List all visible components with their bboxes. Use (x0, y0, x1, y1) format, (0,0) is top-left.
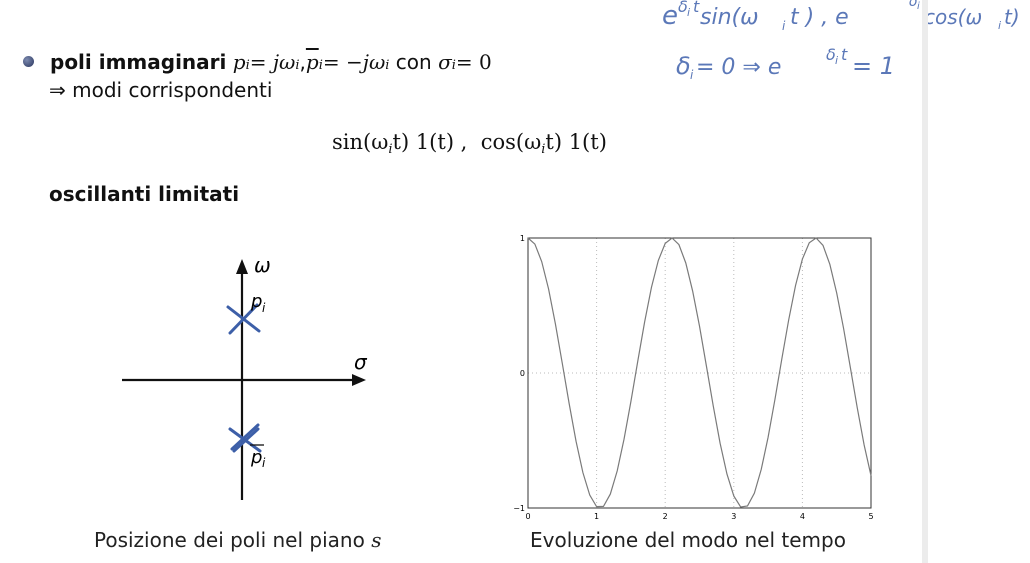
x-tick-label: 0 (525, 512, 530, 521)
imag-axis-arrow (236, 259, 248, 274)
annot-cos: cos(ω (924, 5, 982, 29)
pole-diagram-caption: Posizione dei poli nel piano s (94, 528, 381, 552)
sigma-index: i (451, 58, 456, 73)
annot-i4: i (998, 19, 1001, 32)
omega-label: ω (254, 253, 271, 277)
plot-frame (527, 237, 872, 509)
separator: , (299, 50, 306, 74)
conj-omega-index: i (385, 58, 390, 73)
annot-delta4: δ (826, 45, 836, 64)
chart-caption: Evoluzione del modo nel tempo (530, 528, 846, 552)
annot-i2: i (782, 19, 786, 33)
pole-caption-text: Posizione dei poli nel piano (94, 528, 372, 552)
formula-cos-index: i (541, 142, 546, 157)
pole-marker-upper (226, 303, 261, 335)
conj-pole-label: p (250, 447, 262, 468)
handwritten-annotation: e δ i t sin(ω i t ) , e δ i t cos(ω i t)… (662, 0, 1020, 82)
annot-i6: i (835, 54, 838, 67)
con-text: con (389, 50, 439, 74)
x-tick-label: 2 (663, 512, 668, 521)
conj-pole-index: i (318, 58, 323, 73)
annot-e1: e (662, 1, 678, 31)
conj-pole-label-index: i (262, 456, 266, 470)
pole-label: p (250, 291, 262, 312)
omega-index: i (295, 58, 300, 73)
sigma-symbol: σ (438, 50, 452, 74)
formula-sin-index: i (388, 142, 393, 157)
formula-end: t) 1(t) (545, 130, 607, 154)
bullet-label: poli immaginari (50, 50, 227, 74)
sigma-label: σ (354, 350, 368, 374)
scrollbar[interactable] (922, 0, 928, 563)
pole-symbol: p (232, 50, 246, 74)
modes-line: ⇒ modi corrispondenti (49, 78, 273, 102)
x-tick-label: 1 (594, 512, 599, 521)
annot-i3: i (917, 1, 920, 12)
annot-implies: = 0 ⇒ e (696, 55, 781, 80)
pole-caption-var: s (371, 528, 382, 552)
annot-t1: t (693, 0, 700, 16)
annot-delta3: δ (676, 52, 691, 80)
annot-i5: i (690, 68, 694, 82)
y-tick-label: 0 (520, 369, 525, 378)
pole-index: i (245, 58, 250, 73)
annot-t-close: t ) , e (790, 5, 849, 30)
real-axis-arrow (352, 374, 366, 386)
pole-equation: = jω (249, 50, 296, 74)
formula-middle: t) 1(t) , cos(ω (392, 130, 542, 154)
bullet-icon (23, 56, 34, 67)
pole-label-index: i (262, 301, 266, 315)
y-tick-label: 1 (520, 234, 525, 243)
annot-t3: t) (1004, 5, 1020, 29)
conj-pole-equation: = −jω (322, 50, 386, 74)
sigma-equation: = 0 (455, 50, 492, 74)
annot-sin: sin(ω (700, 5, 759, 30)
modes-formula: sin(ωit) 1(t) , cos(ωit) 1(t) (332, 130, 607, 157)
series-line (527, 237, 872, 508)
annot-t4: t (841, 45, 848, 64)
annot-delta1: δ (678, 0, 688, 16)
formula-sin: sin(ω (332, 130, 389, 154)
x-tick-label: 5 (868, 512, 873, 521)
pole-diagram: ω σ p i p i (122, 253, 368, 500)
y-tick-label: −1 (513, 504, 525, 513)
annot-delta2: δ (909, 0, 918, 10)
conj-pole-symbol: p (305, 50, 319, 74)
x-tick-label: 4 (800, 512, 805, 521)
x-tick-label: 3 (731, 512, 736, 521)
annot-equals-one: = 1 (852, 52, 895, 80)
pole-marker-lower (228, 423, 262, 453)
section-heading: oscillanti limitati (49, 182, 240, 206)
annot-i1: i (687, 6, 690, 19)
